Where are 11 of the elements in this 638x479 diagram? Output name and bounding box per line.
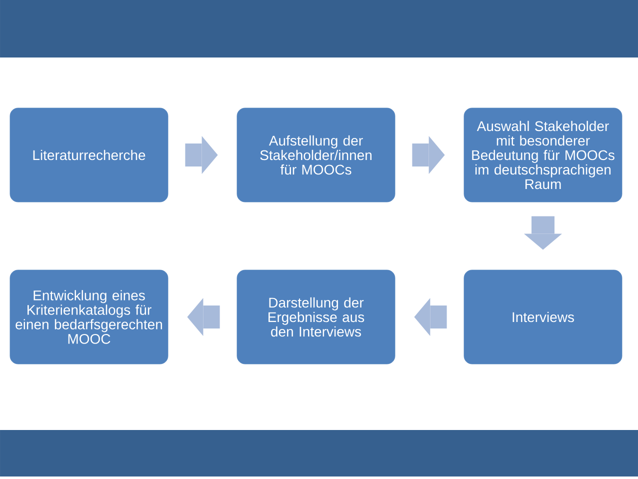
process-box: Interviews xyxy=(464,270,622,364)
process-box: Aufstellung der Stakeholder/innen für MOOCs xyxy=(236,108,396,202)
process-box: Auswahl Stakeholder mit besonderer Bedeutung für MOOCs im deutschsprachigen Raum xyxy=(464,108,622,202)
process-box: Literaturrecherche xyxy=(10,108,168,202)
block-arrow xyxy=(412,136,445,174)
block-arrow xyxy=(414,298,447,336)
process-box: Entwicklung eines Kriterienkatalogs für einen bedarfsgerechten MOOC xyxy=(10,270,168,364)
process-box: Darstellung der Ergebnisse aus den Interviews xyxy=(236,270,396,364)
block-arrow xyxy=(185,136,218,174)
block-arrow xyxy=(524,216,562,250)
block-arrow xyxy=(187,298,220,336)
